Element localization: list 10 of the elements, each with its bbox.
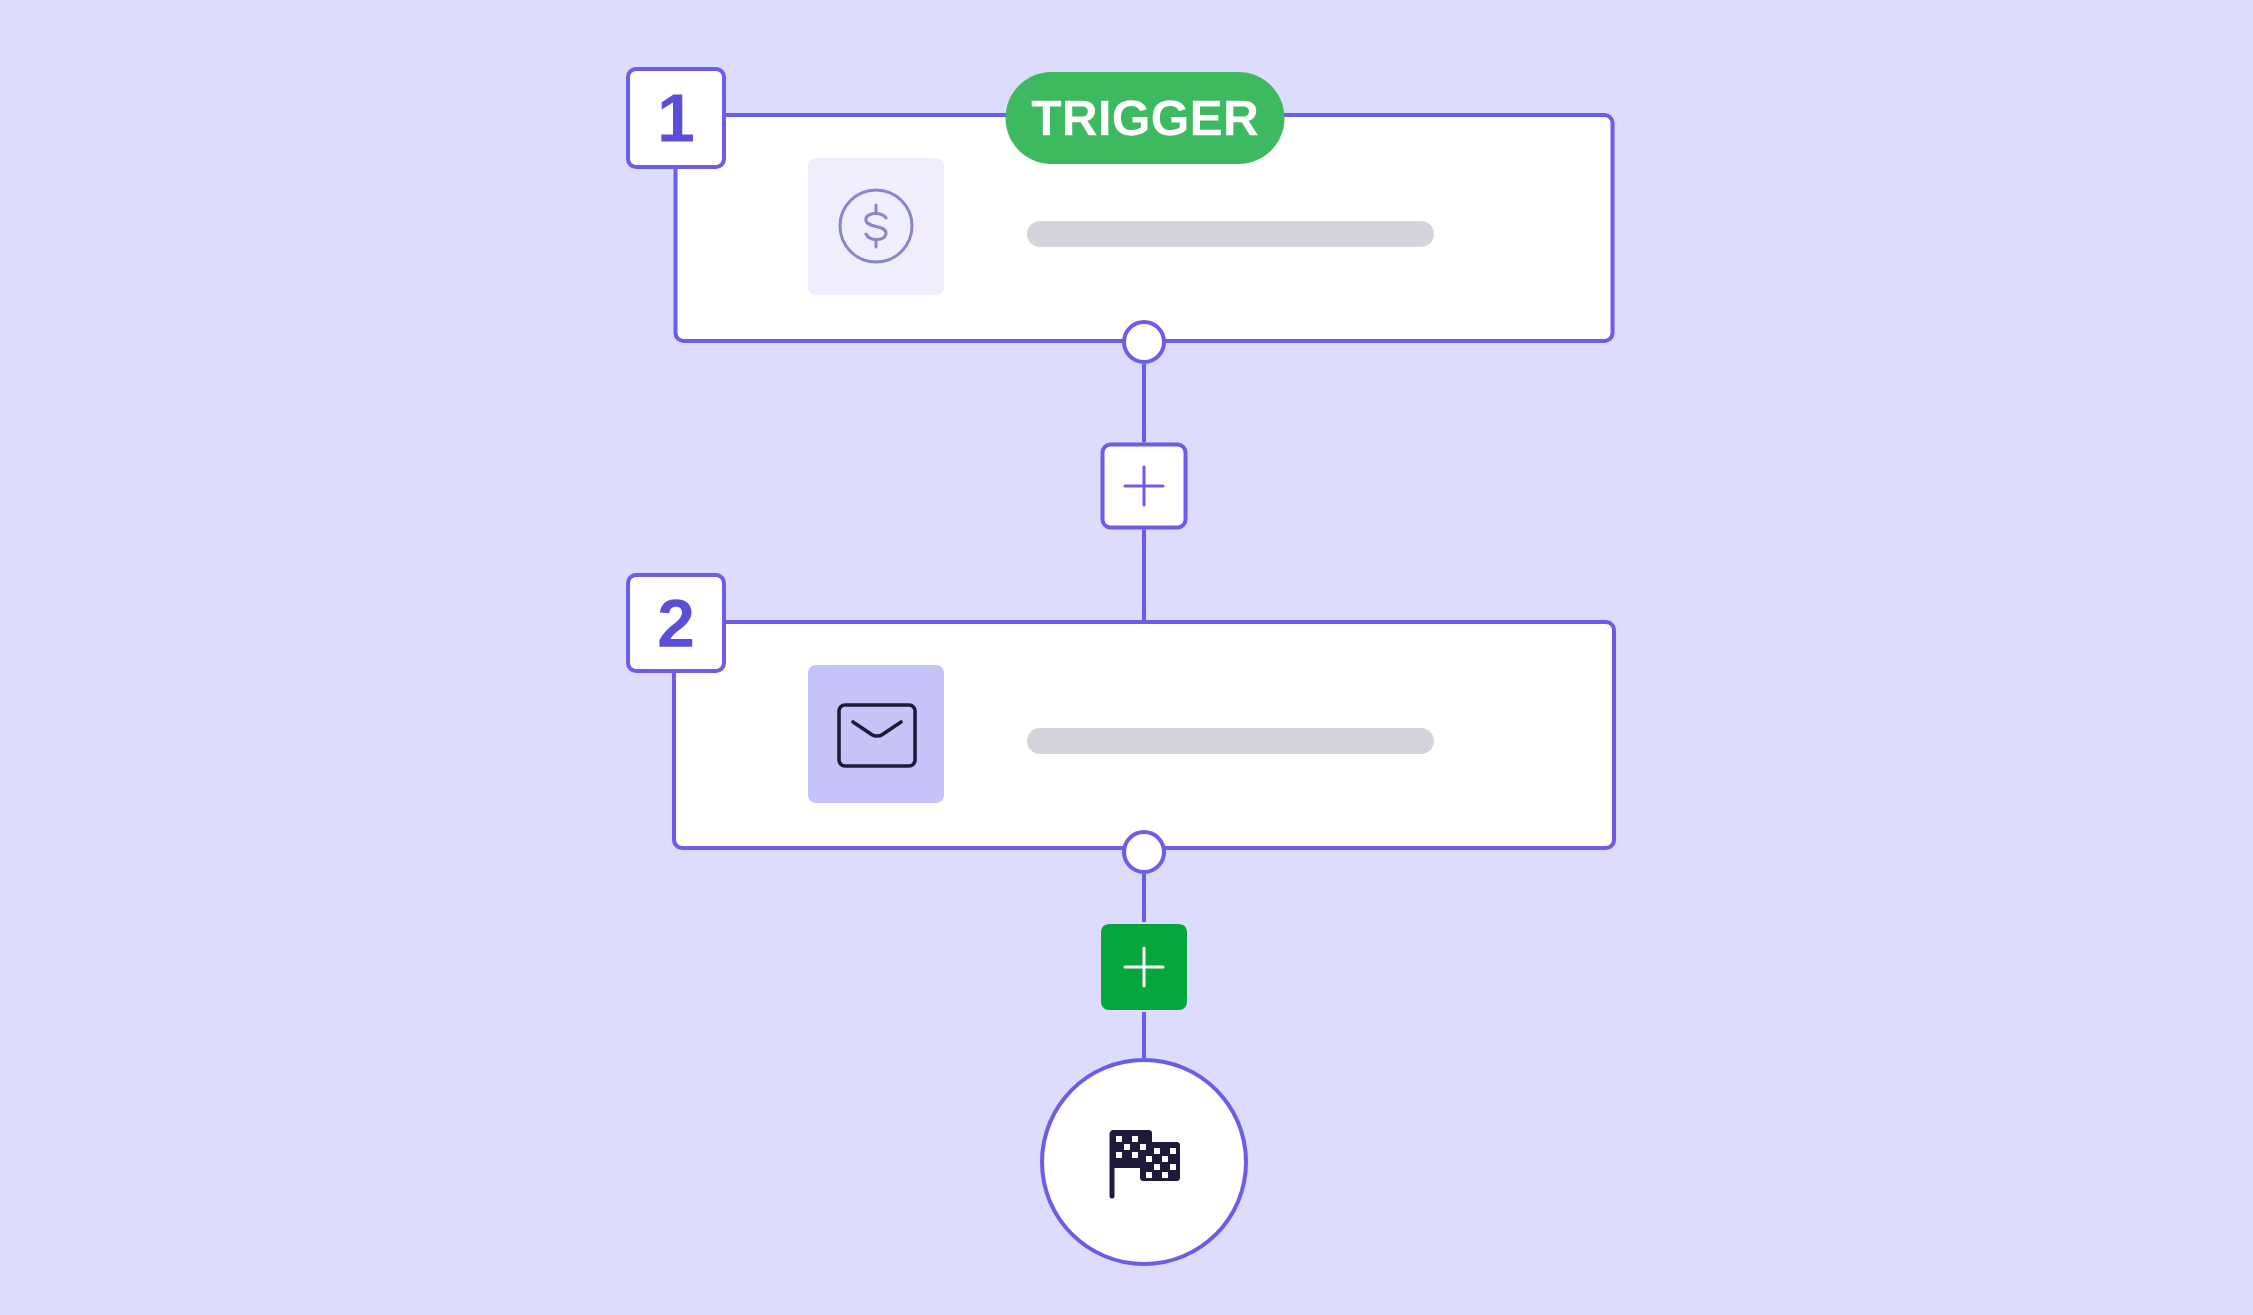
connector-line	[1142, 1012, 1146, 1058]
add-step-button	[1100, 442, 1188, 530]
finish-circle	[1040, 1058, 1248, 1266]
step-number-badge: 2	[626, 573, 726, 673]
connector-line	[1142, 529, 1146, 620]
step-number-badge: 1	[626, 67, 726, 169]
connector-line	[1142, 874, 1146, 922]
add-step-button	[1101, 924, 1187, 1010]
trigger-pill: TRIGGER	[1005, 72, 1285, 164]
connector-line	[1142, 364, 1146, 443]
